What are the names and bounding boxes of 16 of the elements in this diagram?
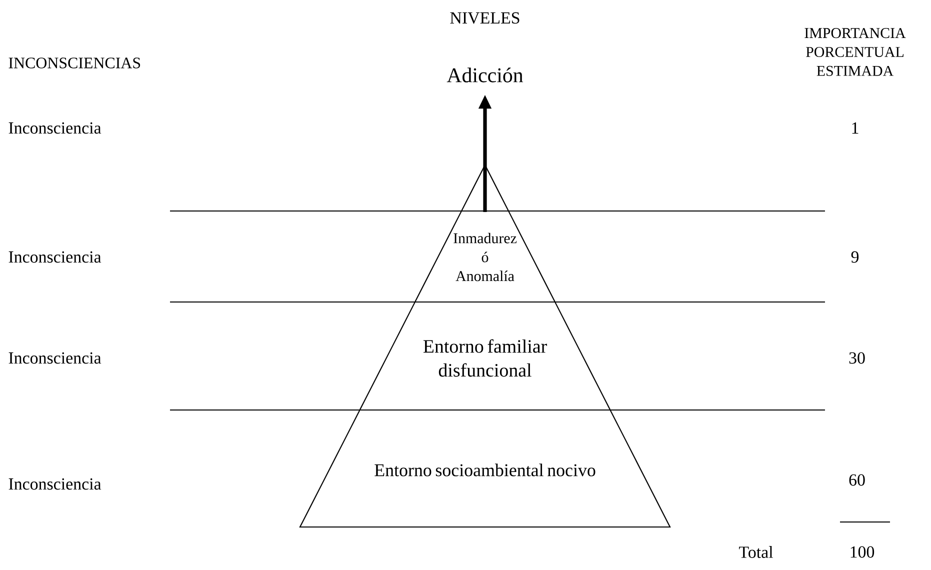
row-label: Inconsciencia bbox=[8, 251, 102, 263]
row-label: Inconsciencia bbox=[8, 478, 102, 490]
row-label: Inconsciencia bbox=[8, 122, 102, 134]
pyramid-band: Entorno socioambiental nocivo bbox=[299, 409, 671, 528]
row-label: Inconsciencia bbox=[8, 352, 102, 364]
heading: NIVELES bbox=[450, 12, 520, 24]
percentage: 60 bbox=[849, 474, 865, 486]
total-value: 100 bbox=[850, 546, 874, 558]
total-label: Total bbox=[739, 546, 773, 558]
column-heading: INCONSCIENCIAS bbox=[8, 58, 140, 68]
pyramid-band: Inmadurez ó Anomalía bbox=[414, 210, 556, 303]
percentage: 1 bbox=[852, 122, 858, 134]
level-label: Adicción bbox=[446, 68, 524, 82]
percentage: 30 bbox=[849, 352, 865, 364]
column-heading: IMPORTANCIA PORCENTUAL ESTIMADA bbox=[804, 28, 906, 76]
percentage: 9 bbox=[851, 251, 859, 263]
